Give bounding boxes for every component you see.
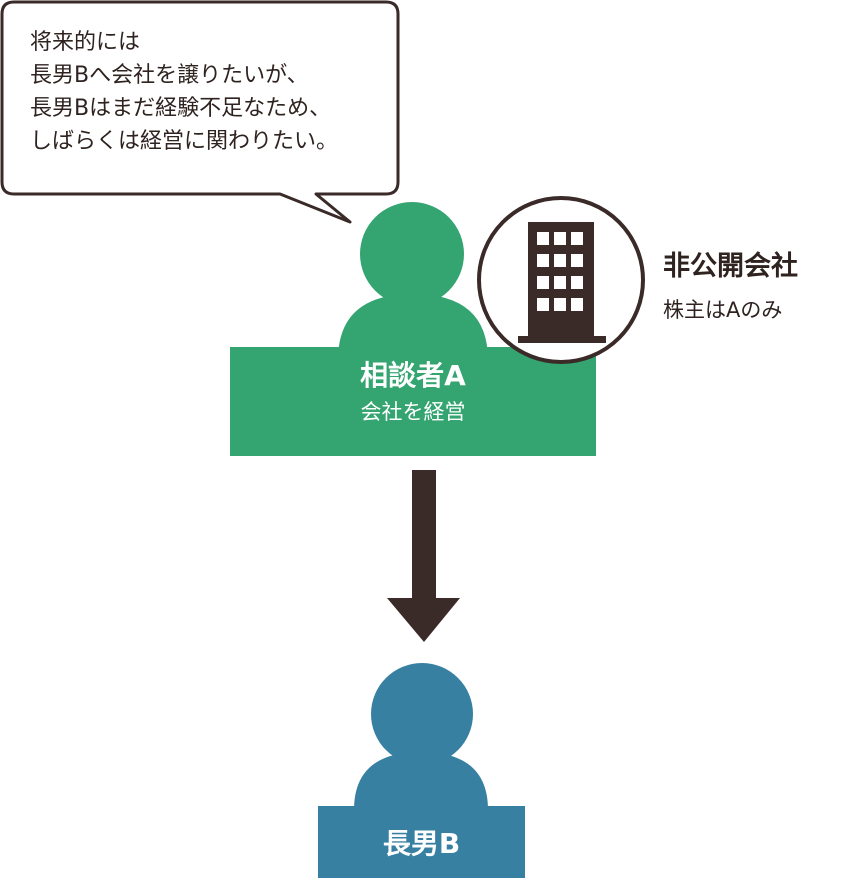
speech-line: しばらくは経営に関わりたい。: [30, 129, 339, 154]
person-b-body: [354, 752, 488, 810]
person-b-head: [371, 663, 473, 765]
company-badge: [477, 196, 645, 364]
person-a-box: [230, 347, 596, 456]
company-shareholder: 株主はAのみ: [663, 298, 783, 322]
person-b-box: [318, 806, 525, 878]
down-arrow-icon: [387, 470, 460, 642]
speech-bubble-text: 将来的には 長男Bへ会社を譲りたいが、 長男Bはまだ経験不足なため、 しばらくは…: [30, 26, 385, 158]
building-icon: [518, 222, 606, 343]
speech-bubble: [0, 0, 400, 224]
speech-line: 長男Bへ会社を譲りたいが、: [30, 63, 309, 88]
person-b-name: 長男B: [382, 827, 461, 860]
person-a-name: 相談者A: [360, 359, 466, 392]
speech-line: 長男Bはまだ経験不足なため、: [30, 96, 332, 121]
company-name: 非公開会社: [663, 251, 798, 282]
person-a-head: [360, 202, 464, 306]
person-a-figure: [230, 202, 596, 456]
person-a-label: 相談者A 会社を経営: [230, 357, 596, 429]
speech-line: 将来的には: [30, 30, 141, 55]
person-b-figure: [318, 663, 525, 878]
person-a-role: 会社を経営: [360, 400, 466, 424]
person-a-body: [338, 294, 488, 360]
